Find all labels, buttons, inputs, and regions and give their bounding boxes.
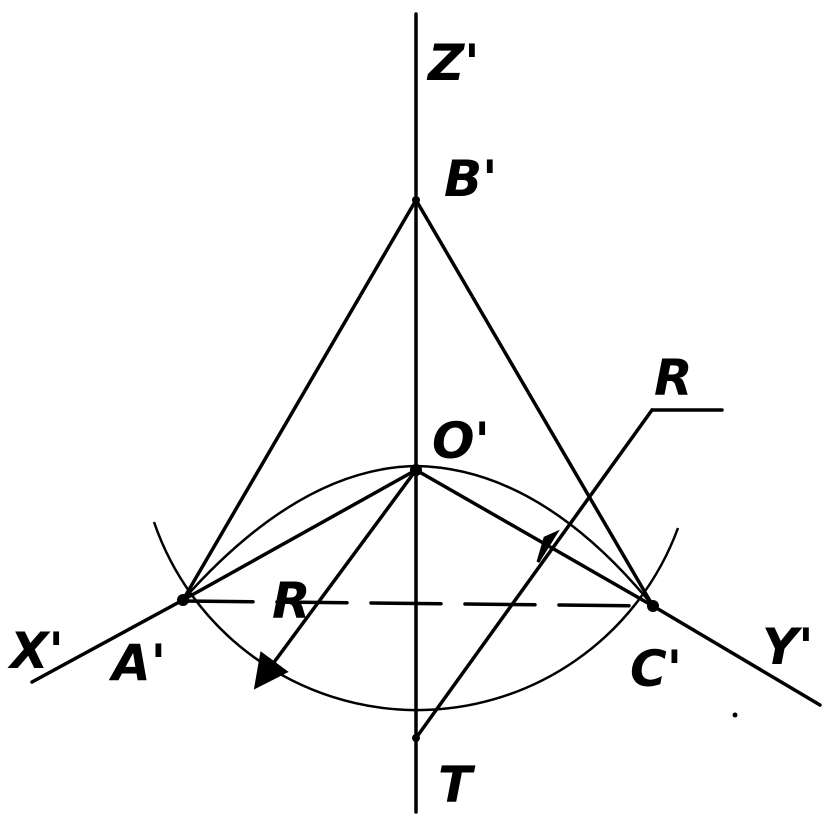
radius-arrow-right [536, 529, 560, 563]
point-t-label: T [438, 756, 476, 814]
y-axis-label: Y' [762, 618, 814, 676]
point-b-label: B' [444, 150, 497, 208]
point-a-marker [177, 594, 189, 606]
y-axis-line [651, 604, 822, 707]
point-c-marker [647, 600, 659, 612]
radius-arrow-left [253, 468, 418, 690]
ellipse-arc [152, 521, 680, 712]
x-axis-label: X' [7, 622, 64, 680]
z-axis-label: Z' [426, 34, 480, 92]
point-o-label: O' [432, 412, 490, 470]
point-b-marker [412, 196, 420, 204]
speck-mark [732, 712, 738, 718]
point-a-label: A' [108, 634, 166, 692]
radius-left-label: R [272, 572, 311, 630]
radius-line-right [414, 408, 654, 740]
chord-a-c [181, 599, 655, 608]
x-axis-line [30, 598, 185, 684]
radius-right-label: R [654, 349, 693, 407]
edge-o-a [181, 468, 418, 602]
point-t-marker [412, 734, 420, 742]
point-o-marker [410, 464, 422, 476]
point-c-label: C' [630, 640, 682, 698]
edge-b-c [414, 198, 655, 608]
edge-o-c [414, 468, 655, 608]
edge-b-a [181, 198, 418, 602]
